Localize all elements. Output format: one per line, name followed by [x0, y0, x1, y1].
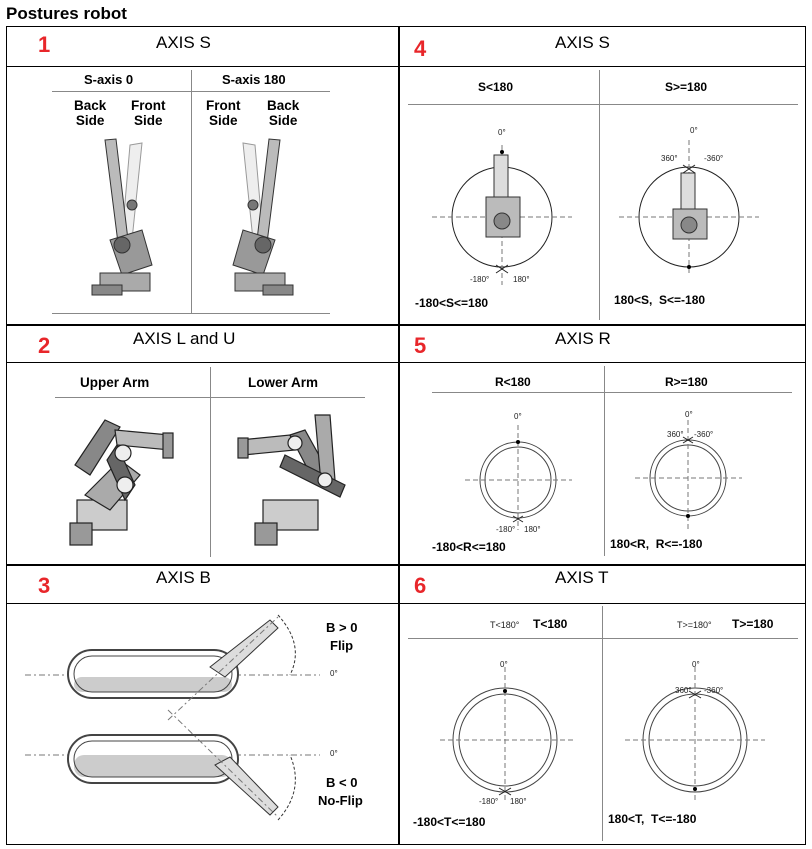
r-right-zero: 0° [685, 410, 693, 419]
postures-table [6, 26, 806, 845]
b-flip-label-2: Flip [330, 638, 354, 653]
cell-number-4: 4 [414, 36, 427, 61]
t-lt-180-diagram [440, 667, 575, 800]
t-left-p180: 180° [510, 797, 527, 806]
cell-number-1: 1 [38, 32, 51, 57]
r-lt-180-diagram [465, 425, 572, 530]
t-left-m180: -180° [479, 797, 499, 806]
t-lt-180-header: T<180 [533, 617, 568, 631]
s-right-p360: 360° [661, 154, 678, 163]
cell-axis-title-2: AXIS L and U [133, 329, 236, 348]
s-left-zero: 0° [498, 128, 506, 137]
cell-number-3: 3 [38, 573, 51, 598]
robot-s-axis-180-illustration [232, 138, 294, 296]
t-right-m360: -360° [704, 686, 724, 695]
r-ge-180-header: R>=180 [665, 375, 708, 389]
t-right-range: 180<T, T<=-180 [608, 812, 697, 826]
cell-axis-title-5: AXIS R [555, 329, 611, 348]
s-right-zero: 0° [690, 126, 698, 135]
s-left-m180: -180° [470, 275, 490, 284]
cell-number-6: 6 [414, 573, 427, 598]
s-ge-180-header: S>=180 [665, 80, 708, 94]
robot-upper-arm-illustration [69, 419, 174, 546]
r-left-zero: 0° [514, 412, 522, 421]
b-zero-top: 0° [330, 669, 338, 678]
s-right-range: 180<S, S<=-180 [614, 293, 706, 307]
row-divider-2 [6, 564, 806, 566]
page-title: Postures robot [6, 4, 127, 23]
left-front-side-label: Front Side [131, 98, 166, 128]
robot-lower-arm-illustration [237, 414, 346, 546]
cell-number-2: 2 [38, 333, 51, 358]
cell-axis-title-6: AXIS T [555, 568, 609, 587]
r-right-range: 180<R, R<=-180 [610, 537, 703, 551]
row-divider-1 [6, 324, 806, 326]
header-divider-1 [6, 66, 806, 67]
center-divider [398, 26, 400, 845]
t-right-zero: 0° [692, 660, 700, 669]
header-divider-3 [6, 603, 806, 604]
cell-axis-title-3: AXIS B [156, 568, 211, 587]
s-axis-180-header: S-axis 180 [222, 72, 286, 87]
cell-number-5: 5 [414, 333, 427, 358]
cell-axis-title-1: AXIS S [156, 33, 211, 52]
s-right-m360: -360° [704, 154, 724, 163]
right-front-side-label: Front Side [206, 98, 241, 128]
s-left-range: -180<S<=180 [415, 296, 489, 310]
r-ge-180-diagram [635, 420, 742, 530]
b-noflip-label-2: No-Flip [318, 793, 363, 808]
t-lt-180-small: T<180° [490, 620, 520, 630]
b-noflip-label: B < 0 [326, 775, 358, 790]
lower-arm-header: Lower Arm [248, 375, 319, 390]
s-lt-180-diagram [432, 145, 572, 285]
r-left-p180: 180° [524, 525, 541, 534]
t-right-p360: 360° [675, 686, 692, 695]
s-lt-180-header: S<180 [478, 80, 514, 94]
r-right-p360: 360° [667, 430, 684, 439]
b-zero-bottom: 0° [330, 749, 338, 758]
t-ge-180-diagram [625, 667, 765, 800]
upper-arm-header: Upper Arm [80, 375, 150, 390]
right-back-side-label: Back Side [267, 98, 300, 128]
left-back-side-label: Back Side [74, 98, 107, 128]
robot-s-axis-0-illustration [91, 138, 153, 296]
t-ge-180-header: T>=180 [732, 617, 774, 631]
header-divider-2 [6, 362, 806, 363]
r-lt-180-header: R<180 [495, 375, 531, 389]
s-ge-180-diagram [619, 140, 759, 275]
s-left-p180: 180° [513, 275, 530, 284]
cell-axis-title-4: AXIS S [555, 33, 610, 52]
t-ge-180-small: T>=180° [677, 620, 712, 630]
b-flip-label: B > 0 [326, 620, 358, 635]
t-left-range: -180<T<=180 [413, 815, 486, 829]
r-right-m360: -360° [694, 430, 714, 439]
s-axis-0-header: S-axis 0 [84, 72, 134, 87]
r-left-range: -180<R<=180 [432, 540, 506, 554]
t-left-zero: 0° [500, 660, 508, 669]
axis-b-flip-diagram [25, 614, 320, 821]
r-left-m180: -180° [496, 525, 516, 534]
